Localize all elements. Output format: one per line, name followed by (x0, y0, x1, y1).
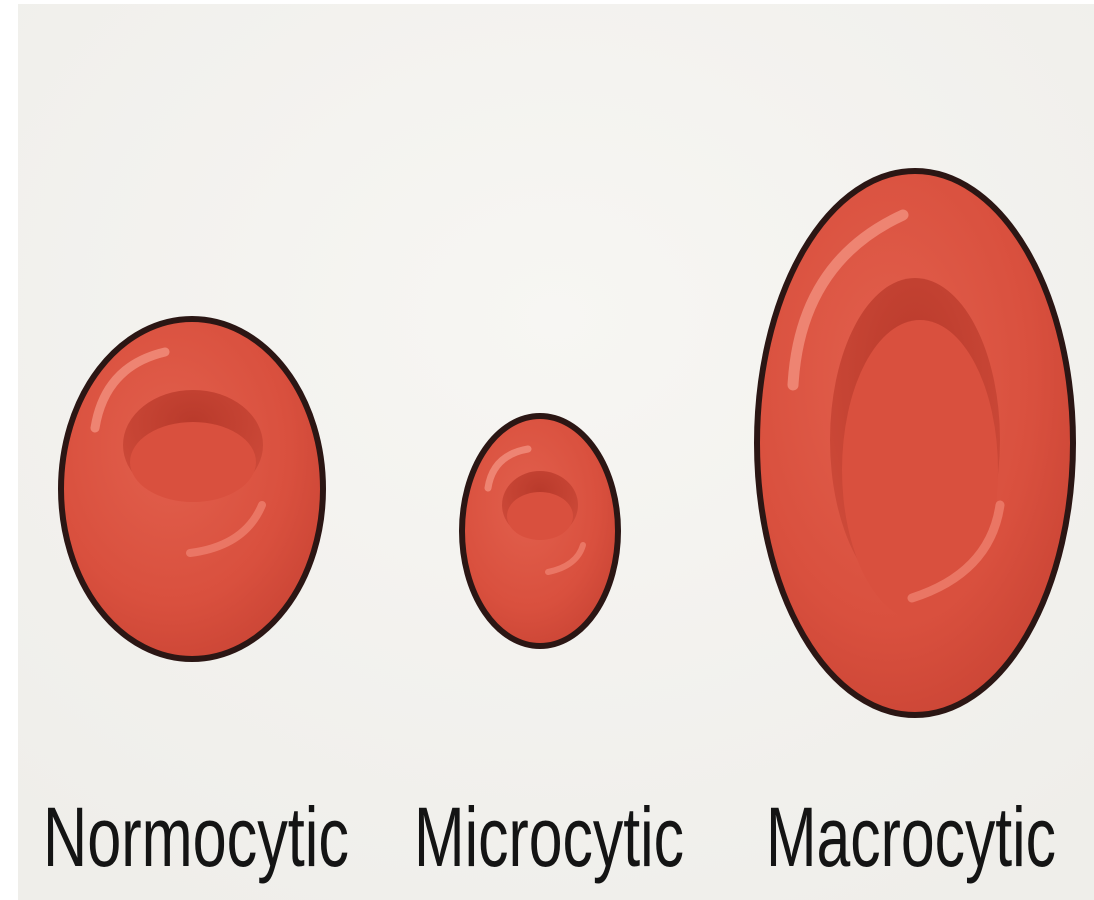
diagram-panel: Normocytic Microcytic Macrocytic (18, 4, 1094, 900)
microcytic-cell (462, 416, 618, 646)
microcytic-label: Microcytic (414, 790, 684, 884)
normocytic-cell (61, 319, 323, 659)
normocytic-label: Normocytic (43, 790, 349, 884)
macrocytic-label: Macrocytic (766, 790, 1056, 884)
microcytic-cell-dimple-floor (507, 492, 573, 540)
macrocytic-cell-dimple-floor (842, 320, 998, 620)
normocytic-cell-dimple-floor (130, 422, 256, 502)
macrocytic-cell (757, 171, 1073, 715)
